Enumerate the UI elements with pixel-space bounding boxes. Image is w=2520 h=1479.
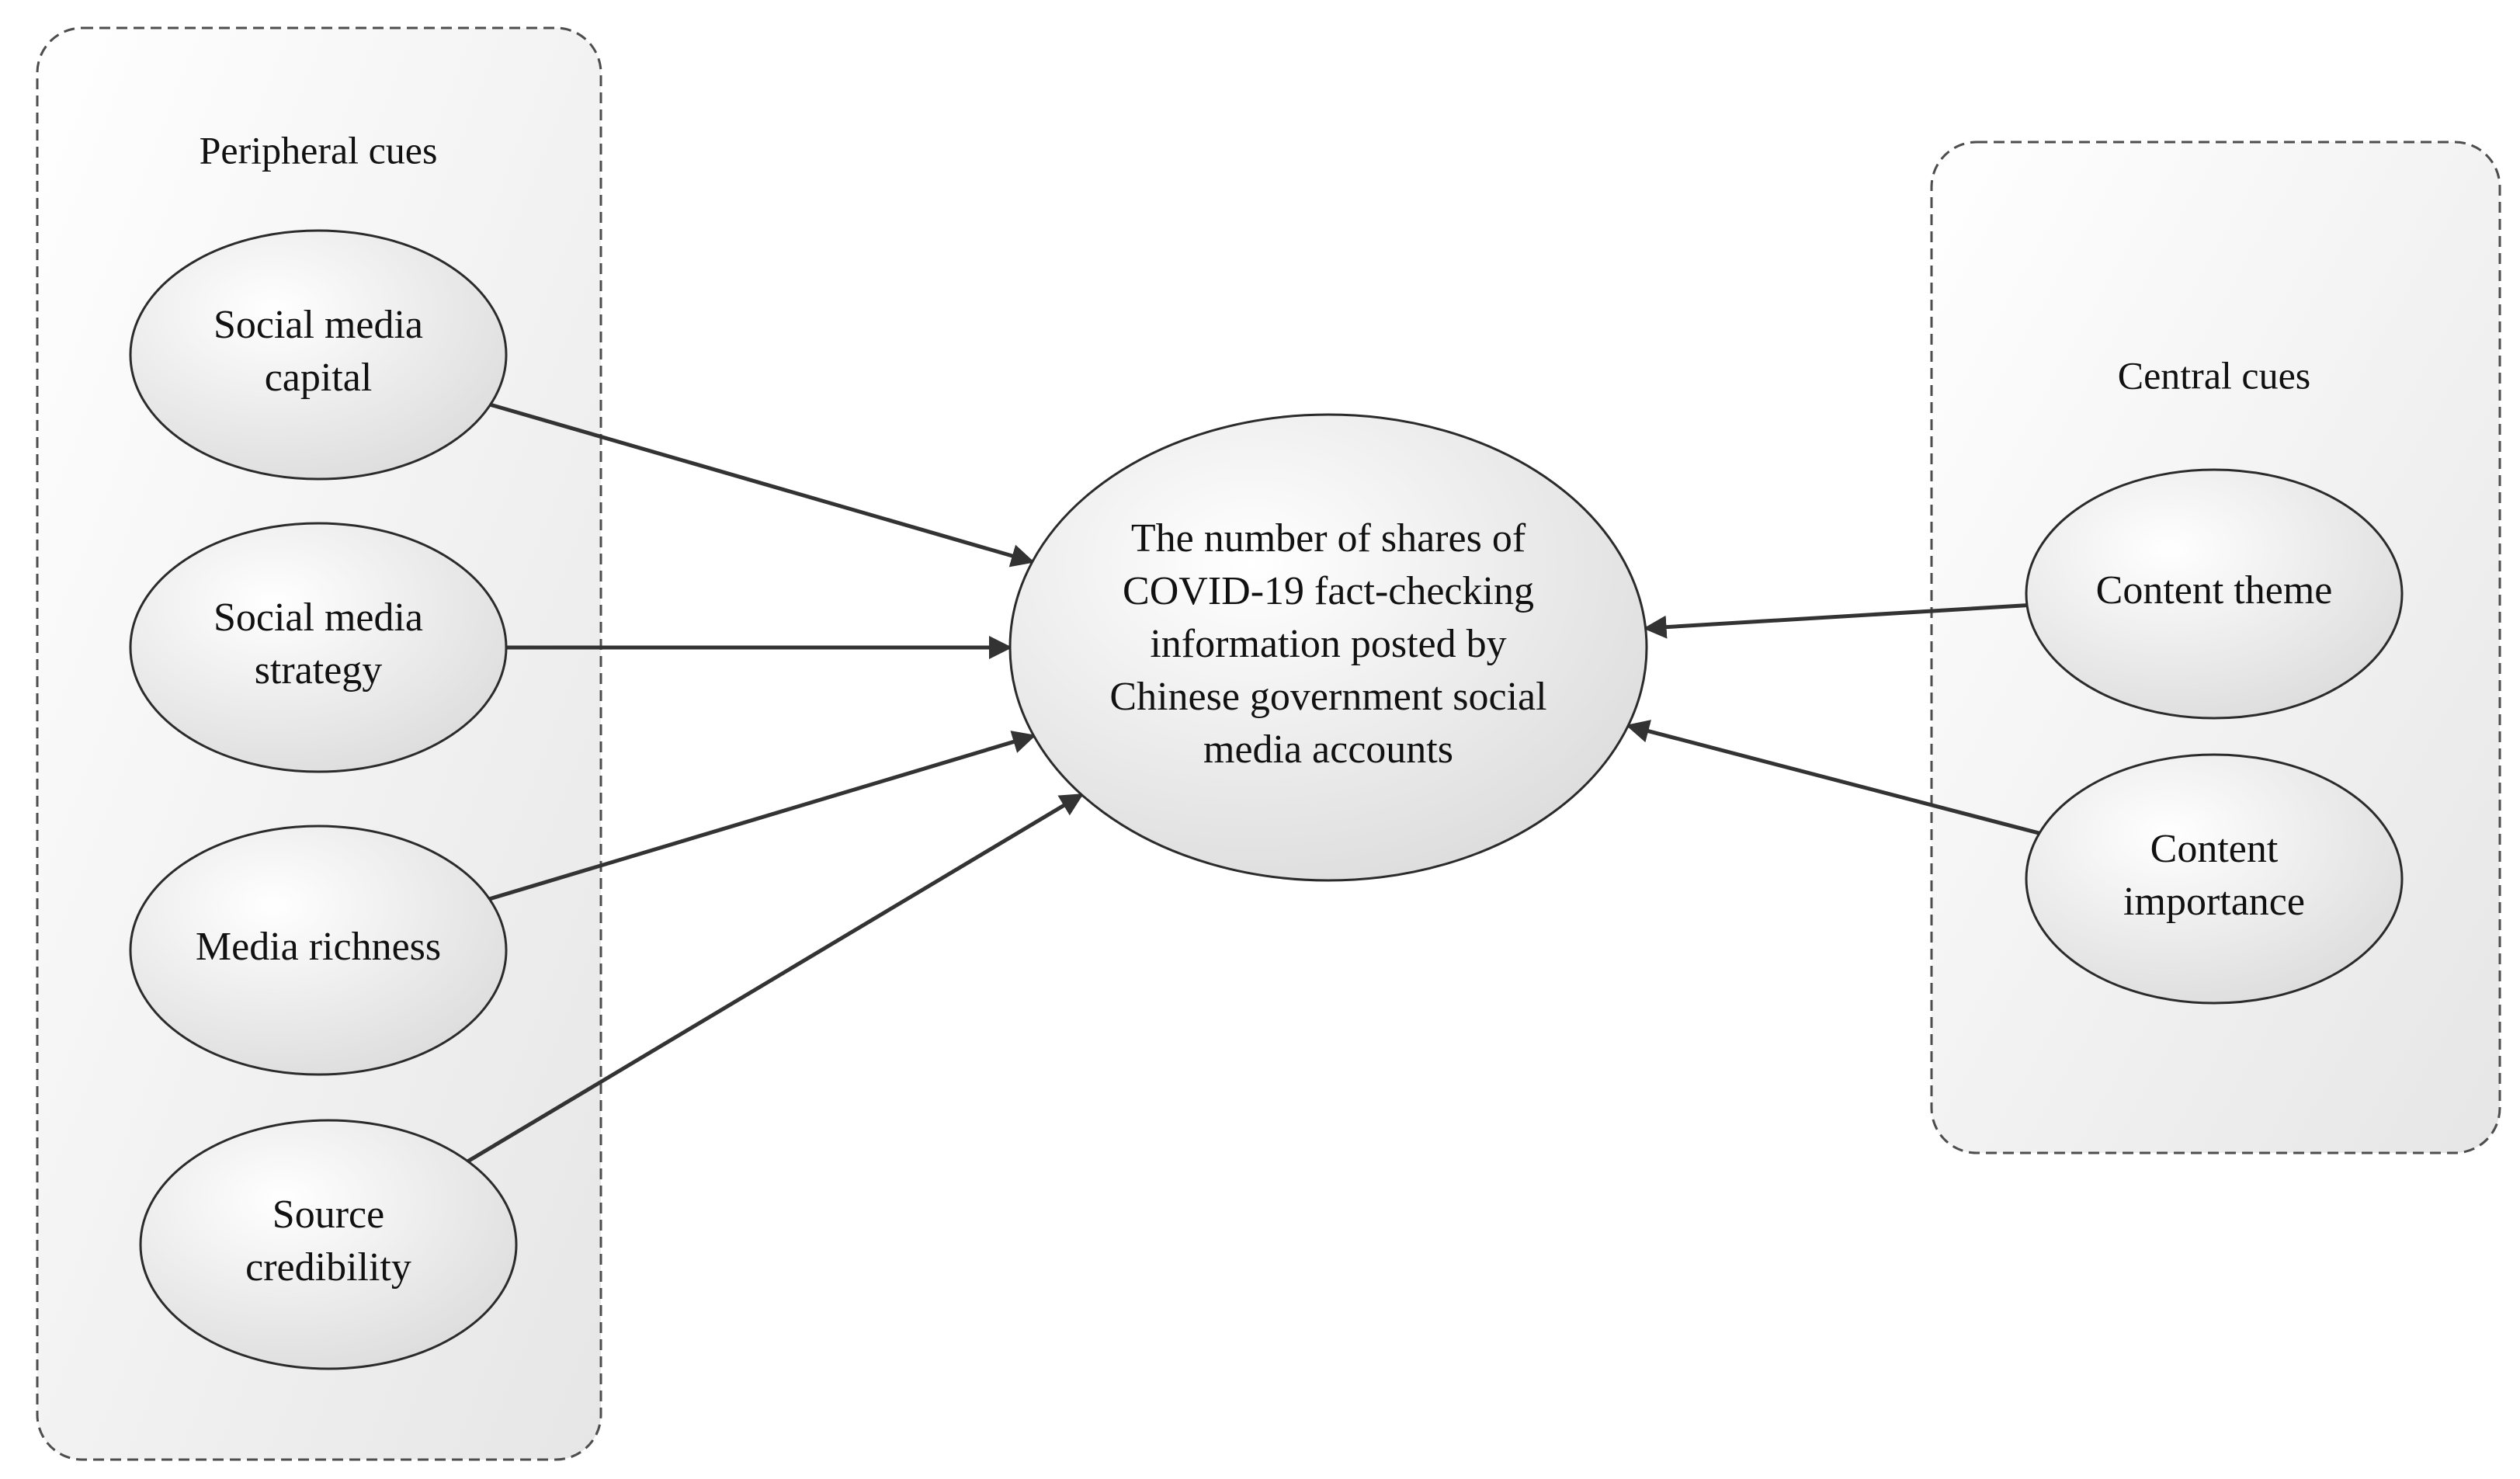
arrow-social-media-capital-to-outcome [489,402,1035,568]
node-label-line: Chinese government social [1109,675,1546,719]
content-theme-ellipse [2025,468,2404,720]
node-social-media-strategy: Social media strategy [129,522,508,773]
node-label-line: Media richness [196,925,441,969]
node-outcome: The number of shares of COVID-19 fact-che… [1008,413,1648,882]
social-media-capital-ellipse [129,229,508,481]
node-source-credibility: Source credibility [139,1119,518,1370]
central-cues-title: Central cues [2118,353,2311,397]
social-media-capital-label: Social media capital [213,303,423,400]
node-media-richness: Media richness [129,825,508,1076]
social-media-strategy-ellipse [129,522,508,773]
node-label-line: COVID-19 fact-checking [1123,569,1534,613]
nodes-layer: Social media capital Social media strategy… [129,229,2404,1370]
node-label-line: The number of shares of [1131,516,1526,561]
node-social-media-capital: Social media capital [129,229,508,481]
content-importance-label: Content importance [2123,827,2305,924]
node-label-line: Social media [213,595,423,640]
outcome-ellipse [1008,413,1648,882]
node-label-line: Social media [213,303,423,347]
peripheral-cues-title: Peripheral cues [200,128,438,172]
node-label-line: Content theme [2096,568,2333,613]
arrow-source-credibility-to-outcome [467,793,1084,1163]
node-label-line: credibility [245,1245,411,1290]
node-label-line: importance [2123,880,2305,924]
content-theme-label: Content theme [2096,568,2333,613]
content-importance-ellipse [2025,753,2404,1005]
arrow-media-richness-to-outcome [488,731,1036,901]
node-label-line: information posted by [1150,622,1506,666]
outcome-label: The number of shares of COVID-19 fact-che… [1109,516,1546,772]
node-label-line: media accounts [1203,727,1453,772]
node-content-importance: Content importance [2025,753,2404,1005]
node-content-theme: Content theme [2025,468,2404,720]
source-credibility-label: Source credibility [245,1193,411,1290]
node-label-line: Content [2150,827,2279,871]
node-label-line: capital [265,356,373,400]
edges-layer [467,402,2040,1163]
source-credibility-ellipse [139,1119,518,1370]
media-richness-label: Media richness [196,925,441,969]
arrow-content-importance-to-outcome [1626,720,2040,835]
media-richness-ellipse [129,825,508,1076]
node-label-line: strategy [255,648,383,693]
node-label-line: Source [272,1193,384,1237]
social-media-strategy-label: Social media strategy [213,595,423,693]
arrow-content-theme-to-outcome [1643,603,2028,639]
